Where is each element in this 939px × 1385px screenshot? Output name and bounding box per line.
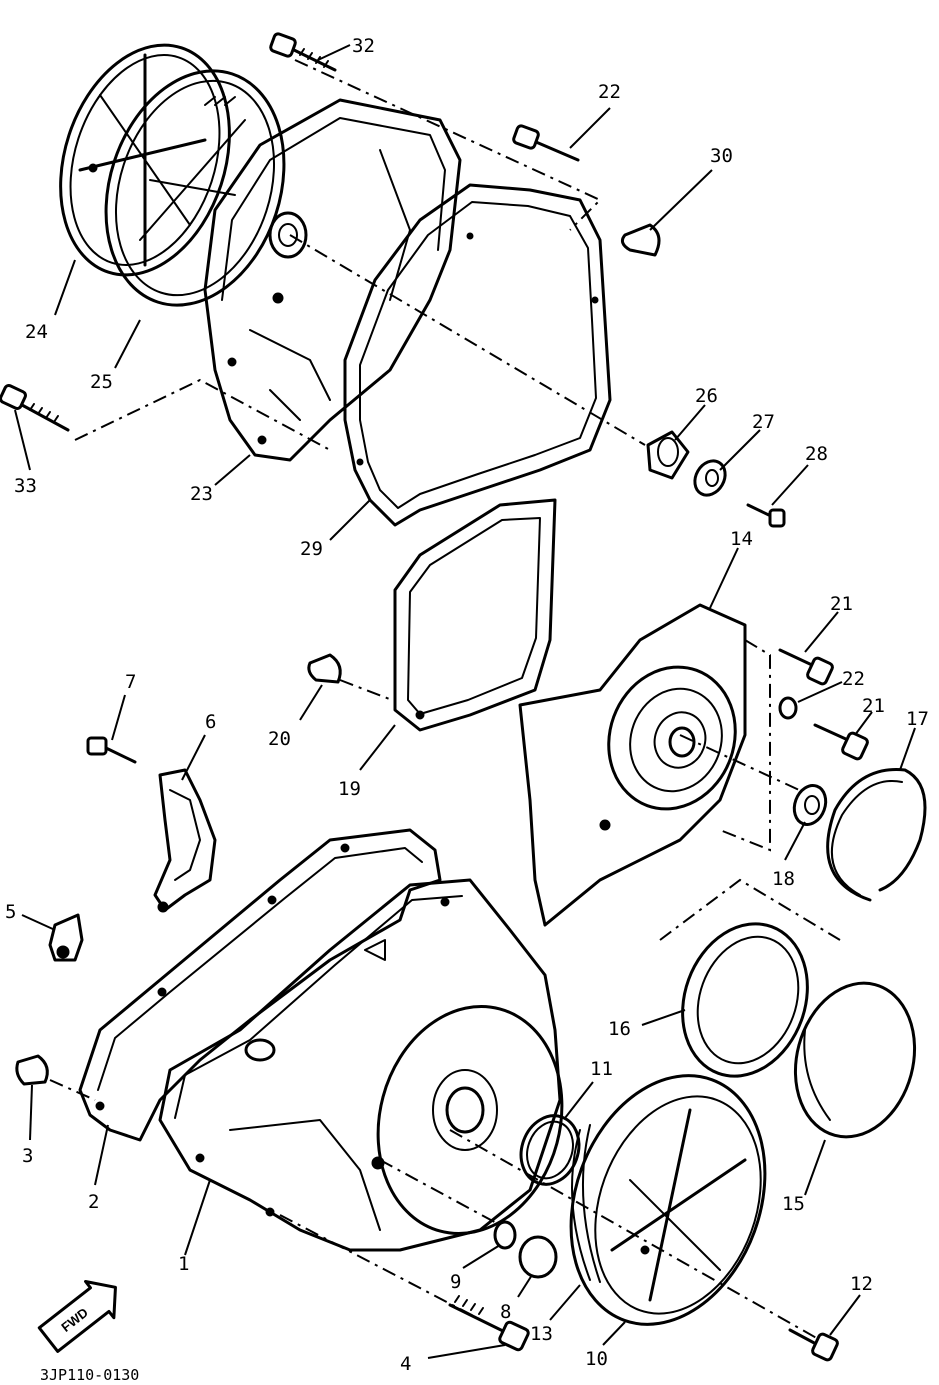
callout-8: 8: [500, 1301, 511, 1323]
callout-7: 7: [125, 671, 136, 693]
callout-20: 20: [268, 728, 291, 750]
part-18-seal: [792, 784, 828, 826]
part-19-gasket: [393, 498, 557, 732]
callout-32: 33: [14, 475, 37, 497]
part-15-cap: [793, 981, 917, 1139]
callout-10: 10: [585, 1348, 608, 1370]
part-26-gasket: [104, 69, 286, 307]
callout-labels: 32 22 30 24 25 33 23 29 26 27 28 14 21 2…: [5, 35, 929, 1375]
assembly-lines: [49, 59, 841, 1341]
callout-15: 15: [782, 1193, 805, 1215]
part-14-inner-cover: [518, 603, 747, 927]
callout-1: 1: [178, 1253, 189, 1275]
part-7-bolt: [86, 736, 137, 764]
part-23-bolt: [512, 124, 580, 162]
callout-21b: 21: [862, 695, 885, 717]
callout-18: 18: [772, 868, 795, 890]
part-28-seal: [693, 459, 727, 497]
callout-13: 13: [530, 1323, 553, 1345]
part-30-gasket: [343, 183, 612, 527]
part-32-bolt: [0, 384, 70, 432]
callout-12: 12: [850, 1273, 873, 1295]
part-20-plug: [307, 653, 342, 684]
callout-21a: 21: [830, 593, 853, 615]
callout-29: 28: [805, 443, 828, 465]
callout-23: 22: [598, 81, 621, 103]
part-17-circlip: [826, 768, 927, 902]
callout-16: 16: [608, 1018, 631, 1040]
part-27-collar: [646, 430, 690, 480]
part-21-bolt-b: [813, 723, 869, 761]
leader-lines: [14, 44, 916, 1359]
part-16-ring: [681, 922, 809, 1078]
callout-11: 11: [590, 1058, 613, 1080]
callout-28: 27: [752, 411, 775, 433]
callout-22: 22: [842, 668, 865, 690]
part-9-oring: [493, 1220, 517, 1250]
callout-17: 17: [906, 708, 929, 730]
callout-4: 4: [400, 1353, 411, 1375]
part-25-cover-plate: [59, 43, 231, 277]
part-29-screw: [746, 503, 786, 528]
part-1-crankcase-cover: [158, 878, 564, 1252]
part-13-gasket: [571, 1124, 601, 1283]
part-10-timing-cover: [569, 1074, 767, 1326]
forward-arrow: FWD: [37, 1279, 117, 1353]
callout-9: 9: [450, 1271, 461, 1293]
callout-14: 14: [730, 528, 753, 550]
callout-2: 2: [88, 1191, 99, 1213]
part-2-gasket: [78, 828, 442, 1142]
part-6-bracket: [153, 768, 217, 913]
part-5-clip: [48, 913, 84, 962]
part-4-bolt: [448, 1295, 530, 1352]
callout-30: 29: [300, 538, 323, 560]
callout-6: 6: [205, 711, 216, 733]
callout-27: 26: [695, 385, 718, 407]
part-22-oring: [778, 696, 798, 720]
part-24-housing-cover: [203, 98, 462, 462]
part-8-plug: [518, 1235, 558, 1279]
part-31-plug: [620, 223, 661, 257]
part-21-bolt-a: [778, 648, 834, 686]
callout-24: 23: [190, 483, 213, 505]
callout-19: 19: [338, 778, 361, 800]
callout-3: 3: [22, 1145, 33, 1167]
diagram-code: 3JP110-0130: [40, 1366, 139, 1384]
callout-25: 24: [25, 321, 48, 343]
part-3-plug: [15, 1054, 49, 1086]
callout-33: 32: [352, 35, 375, 57]
callout-26: 25: [90, 371, 113, 393]
part-33-bolt: [269, 32, 337, 72]
callout-5: 5: [5, 901, 16, 923]
part-12-bolt: [788, 1328, 839, 1362]
callout-31: 30: [710, 145, 733, 167]
part-11-oring: [519, 1114, 581, 1186]
